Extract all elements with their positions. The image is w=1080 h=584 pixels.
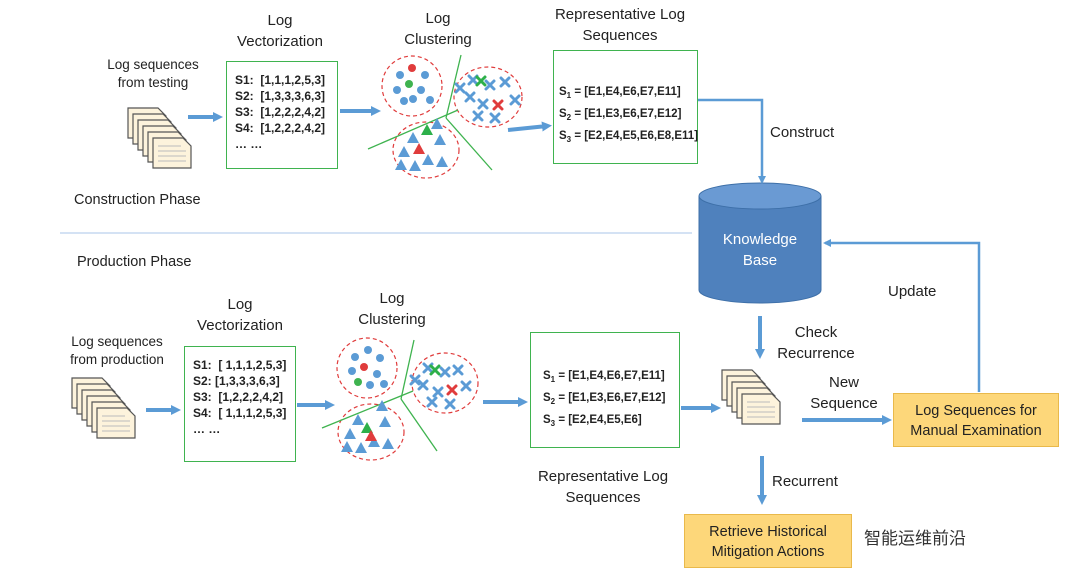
construction-vector-box: S1: [1,1,1,2,5,3] S2: [1,3,3,3,6,3] S3: … <box>226 61 338 169</box>
seq-symbol: S <box>559 108 567 120</box>
sequence-row: S3 = [E2,E4,E5,E6,E8,E11] <box>559 127 698 149</box>
sequence-row: S2 = [E1,E3,E6,E7,E12] <box>543 389 675 411</box>
seq-index: 2 <box>566 113 572 122</box>
retrieve-mitigation-note: Retrieve Historical Mitigation Actions <box>684 514 852 568</box>
construction-vectorization-title: Log Vectorization <box>237 12 323 50</box>
sequence-row: S3 = [E2,E4,E5,E6] <box>543 411 675 433</box>
seq-value: = [E2,E4,E5,E6,E8,E11] <box>571 130 699 142</box>
seq-value: = [E1,E4,E6,E7,E11] <box>555 370 665 382</box>
cluster-diagram-construction <box>367 54 523 179</box>
sequence-row: S1 = [E1,E4,E6,E7,E11] <box>559 83 693 105</box>
production-vector-box: S1: [ 1,1,1,2,5,3] S2: [1,3,3,3,6,3] S3:… <box>184 346 296 462</box>
update-label: Update <box>888 283 937 300</box>
new-sequence-label: New Sequence <box>810 374 878 412</box>
manual-examination-note: Log Sequences for Manual Examination <box>893 393 1059 447</box>
production-sequence-box: S1 = [E1,E4,E6,E7,E11] S2 = [E1,E3,E6,E7… <box>530 332 680 448</box>
construction-sequence-box: S1 = [E1,E4,E6,E7,E11] S2 = [E1,E3,E6,E7… <box>553 50 698 164</box>
seq-symbol: S <box>543 392 551 404</box>
sequence-row: S2 = [E1,E3,E6,E7,E12] <box>559 105 693 127</box>
seq-symbol: S <box>559 130 567 142</box>
seq-index: 1 <box>566 91 572 100</box>
production-input-label: Log sequences from production <box>70 334 164 367</box>
vector-row: … … <box>235 137 263 151</box>
cluster-diagram-production <box>321 337 479 461</box>
vector-row: S3: [1,2,2,2,4,2] <box>193 390 284 404</box>
vector-row: S1: [ 1,1,1,2,5,3] <box>193 358 287 372</box>
seq-symbol: S <box>543 370 551 382</box>
construction-phase-label: Construction Phase <box>74 192 201 208</box>
seq-value: = [E2,E4,E5,E6] <box>555 414 642 426</box>
doc-stack-production <box>71 377 136 439</box>
vector-row: S4: [ 1,1,1,2,5,3] <box>193 406 287 420</box>
production-vectorization-title: Log Vectorization <box>197 296 283 334</box>
seq-index: 3 <box>550 419 556 428</box>
seq-value: = [E1,E3,E6,E7,E12] <box>555 392 666 404</box>
vector-row: S2: [1,3,3,3,6,3] <box>193 374 280 388</box>
doc-stack-testing <box>127 107 192 169</box>
knowledge-base-label: Knowledge Base <box>722 231 798 269</box>
production-phase-label: Production Phase <box>77 254 192 270</box>
sequence-row: S1 = [E1,E4,E6,E7,E11] <box>543 367 675 389</box>
production-representative-title: Representative Log Sequences <box>537 468 669 506</box>
seq-index: 1 <box>550 375 556 384</box>
construct-label: Construct <box>770 124 835 141</box>
vector-row: S4: [1,2,2,2,4,2] <box>235 121 326 135</box>
seq-index: 2 <box>550 397 556 406</box>
recurrent-label: Recurrent <box>772 473 838 490</box>
seq-symbol: S <box>559 86 567 98</box>
vector-row: S3: [1,2,2,2,4,2] <box>235 105 326 119</box>
watermark-text: 智能运维前沿 <box>864 529 966 549</box>
doc-stack-check <box>721 369 781 425</box>
check-recurrence-label: Check Recurrence <box>777 324 855 362</box>
seq-value: = [E1,E3,E6,E7,E12] <box>571 108 682 120</box>
vector-row: … … <box>193 422 221 436</box>
seq-value: = [E1,E4,E6,E7,E11] <box>571 86 681 98</box>
vector-row: S2: [1,3,3,3,6,3] <box>235 89 326 103</box>
production-clustering-title: Log Clustering <box>358 290 426 328</box>
construction-representative-title: Representative Log Sequences <box>554 6 686 44</box>
seq-symbol: S <box>543 414 551 426</box>
seq-index: 3 <box>566 135 572 144</box>
construction-clustering-title: Log Clustering <box>404 10 472 48</box>
flow-arrows <box>146 98 981 505</box>
testing-input-label: Log sequences from testing <box>107 57 199 90</box>
vector-row: S1: [1,1,1,2,5,3] <box>235 73 326 87</box>
